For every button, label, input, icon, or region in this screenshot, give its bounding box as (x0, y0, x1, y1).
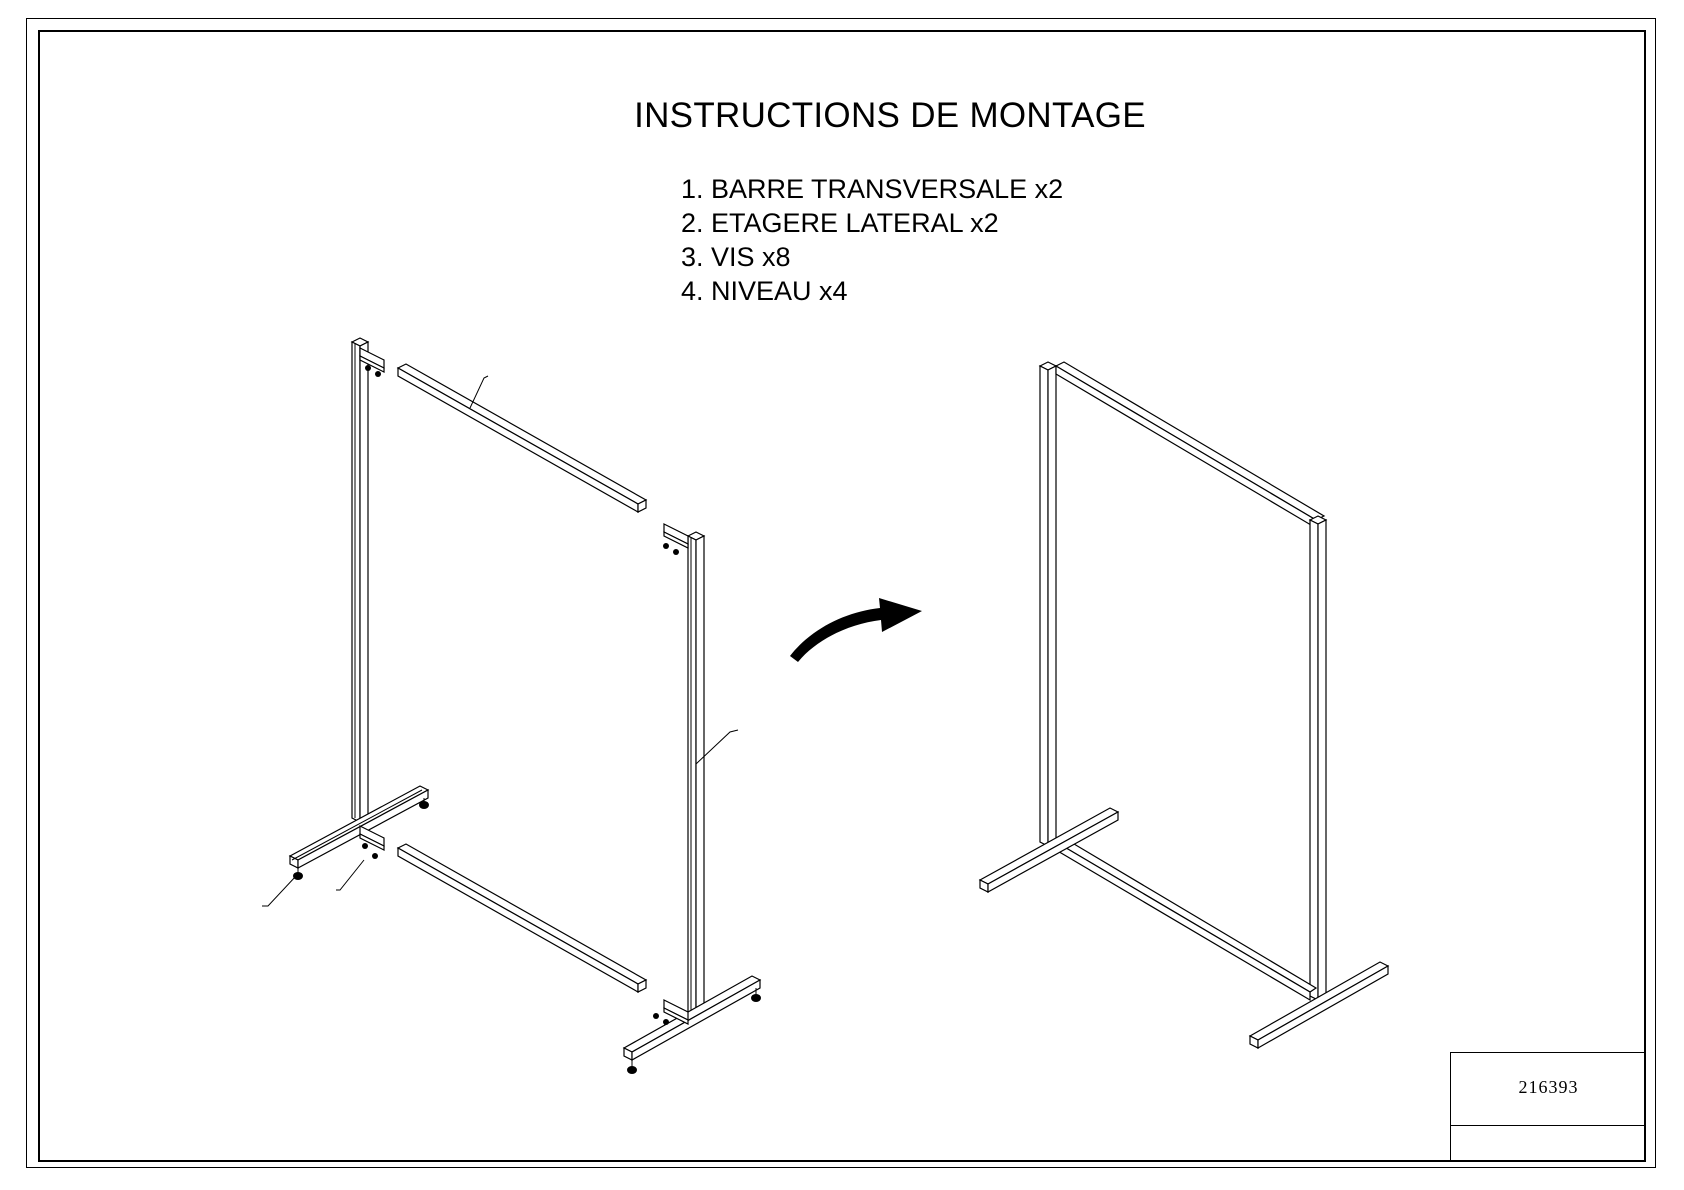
outer-border (26, 18, 1656, 1168)
part-item-screws: 3. VIS x8 (681, 242, 791, 272)
right-top-bracket (663, 523, 689, 549)
part-item-levelers: 4. NIVEAU x4 (681, 276, 848, 306)
title-block: 216393 (1450, 1052, 1646, 1162)
drawing-number: 216393 (1518, 1077, 1579, 1097)
top-crossbar-exploded (396, 363, 648, 514)
right-bottom-bracket (663, 999, 689, 1025)
left-bottom-bracket (359, 825, 385, 851)
bottom-crossbar-exploded (396, 843, 648, 994)
screws-right-bottom (653, 1013, 669, 1025)
assembled-left-upright (1038, 361, 1058, 847)
left-top-bracket (359, 347, 385, 373)
right-upright (686, 531, 706, 1023)
screws-right-top (663, 543, 679, 555)
screws-left-top (365, 365, 381, 377)
assembled-right-upright (1308, 515, 1328, 1001)
assembled-right-foot (1248, 961, 1390, 1050)
exploded-view (262, 337, 762, 1074)
part-item-crossbar: 1. BARRE TRANSVERSALE x2 (681, 174, 1064, 204)
curved-arrow-icon (790, 598, 922, 662)
title-block-divider (1451, 1125, 1646, 1126)
assembled-bottom-crossbar (1054, 837, 1318, 1002)
document-title: INSTRUCTIONS DE MONTAGE (634, 96, 1146, 135)
levelers-left (293, 798, 429, 880)
screws-left-bottom (362, 843, 378, 859)
assembled-left-foot (978, 807, 1120, 894)
left-upright (350, 337, 370, 823)
parts-list: 1. BARRE TRANSVERSALE x2 2. ETAGERE LATE… (681, 172, 1063, 308)
levelers-right (627, 988, 761, 1074)
inner-border (38, 30, 1646, 1162)
assembled-view (978, 361, 1390, 1050)
right-foot-bar (622, 975, 762, 1062)
leader-lines (262, 375, 739, 907)
part-item-side-frame: 2. ETAGERE LATERAL x2 (681, 208, 999, 238)
assembled-top-crossbar (1054, 361, 1326, 530)
